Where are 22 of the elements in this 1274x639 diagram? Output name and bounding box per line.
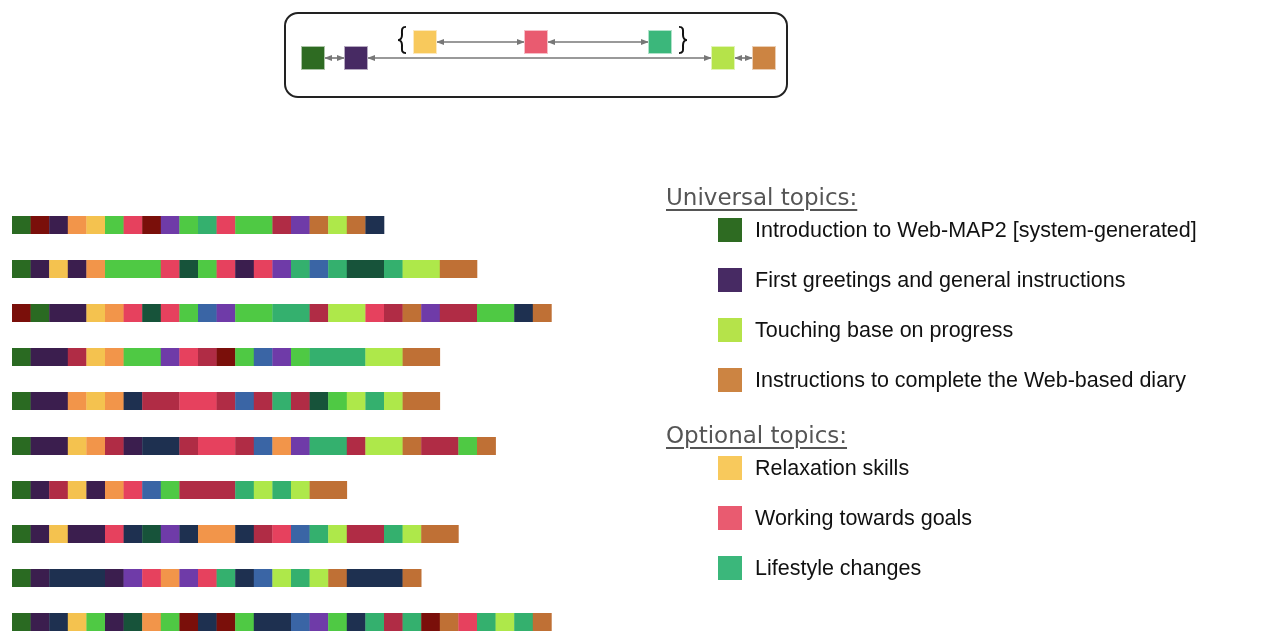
topic-square (711, 46, 735, 70)
topic-square (344, 46, 368, 70)
legend-heading: Optional topics: (666, 422, 847, 448)
legend-text: Instructions to complete the Web-based diary (755, 367, 1187, 393)
double-arrow (436, 38, 525, 46)
double-arrow (367, 54, 712, 62)
double-arrow (734, 54, 753, 62)
legend-text: Working towards goals (755, 505, 973, 531)
topic-square (524, 30, 548, 54)
sequence-frame (284, 12, 788, 98)
double-arrow (324, 54, 345, 62)
legend-text: Introduction to Web-MAP2 [system-generated] (755, 217, 1197, 243)
topic-square (648, 30, 672, 54)
legend-text: Touching base on progress (755, 317, 1014, 343)
topic-square (413, 30, 437, 54)
topic-square (301, 46, 325, 70)
legend-text: Relaxation skills (755, 455, 910, 481)
topic-square (752, 46, 776, 70)
legend-heading: Universal topics: (666, 184, 858, 210)
double-arrow (547, 38, 649, 46)
legend-text: First greetings and general instructions (755, 267, 1126, 293)
legend-text: Lifestyle changes (755, 555, 922, 581)
